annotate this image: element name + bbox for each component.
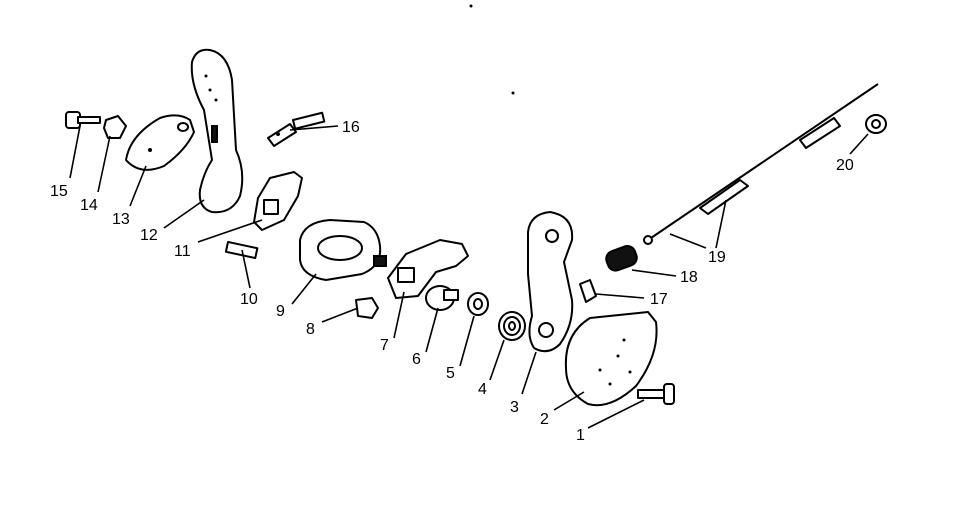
callout-18: 18: [680, 269, 698, 286]
part-19-cable: [643, 83, 879, 245]
callout-5: 5: [446, 365, 455, 382]
part-1-screw: [637, 383, 675, 405]
callout-8: 8: [306, 321, 315, 338]
leader-5: [459, 315, 475, 367]
callout-19: 19: [708, 249, 726, 266]
callout-17: 17: [650, 291, 668, 308]
callout-9: 9: [276, 303, 285, 320]
part-12-lever: [190, 48, 244, 214]
part-10-pin: [224, 241, 259, 260]
leader-16: [289, 125, 339, 131]
stray-mark: [469, 4, 473, 8]
leader-17: [595, 293, 645, 299]
leader-9: [291, 273, 317, 305]
leader-11: [197, 219, 263, 243]
part-17-clip: [579, 279, 597, 303]
part-8-block: [355, 297, 379, 319]
leader-15: [69, 125, 81, 179]
leader-6: [425, 307, 439, 353]
leader-2: [553, 391, 585, 411]
leader-4: [489, 339, 505, 381]
part-13-plate: [125, 114, 195, 171]
leader-8: [321, 307, 359, 323]
part-16-pin: [267, 111, 326, 147]
part-14-nut: [103, 115, 127, 139]
callout-11: 11: [174, 243, 191, 260]
part-7-arm: [387, 239, 469, 299]
leader-20: [849, 133, 869, 155]
callout-labels: 1 2 3 4 5 6 7 8 9 10 11 12 13 14 15 16 1…: [50, 119, 854, 444]
part-18-spring: [605, 244, 638, 272]
part-6-knob: [425, 285, 459, 311]
callout-13: 13: [112, 211, 130, 228]
leader-lines: [69, 125, 869, 429]
callout-15: 15: [50, 183, 68, 200]
leader-10: [241, 249, 251, 289]
callout-10: 10: [240, 291, 258, 308]
callout-16: 16: [342, 119, 360, 136]
leader-1: [587, 399, 645, 429]
leader-19a: [669, 233, 707, 249]
leader-18: [631, 269, 677, 277]
leader-13: [129, 165, 147, 207]
leader-19b: [715, 199, 727, 249]
callout-7: 7: [380, 337, 389, 354]
callout-1: 1: [576, 427, 585, 444]
leader-3: [521, 351, 537, 395]
callout-3: 3: [510, 399, 519, 416]
callout-2: 2: [540, 411, 549, 428]
callout-4: 4: [478, 381, 487, 398]
part-3-lever: [527, 211, 574, 353]
part-2-cover: [564, 311, 658, 407]
leader-12: [163, 199, 205, 229]
part-9-clamp: [299, 219, 387, 281]
part-4-spring: [498, 311, 526, 341]
part-5-washer: [467, 292, 489, 316]
part-20-clip: [865, 114, 887, 134]
stray-mark: [511, 91, 515, 95]
part-15-bolt: [65, 111, 101, 129]
callout-20: 20: [836, 157, 854, 174]
callout-12: 12: [140, 227, 158, 244]
callout-14: 14: [80, 197, 98, 214]
callout-6: 6: [412, 351, 421, 368]
leader-14: [97, 135, 111, 193]
leader-7: [393, 291, 405, 339]
part-11-bracket: [253, 171, 303, 231]
